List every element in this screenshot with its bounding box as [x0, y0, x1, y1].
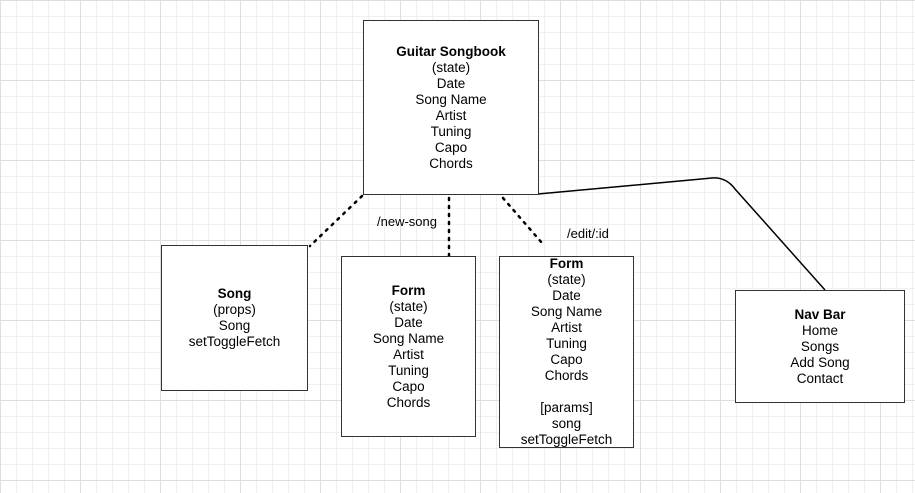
line-gap	[521, 384, 613, 400]
node-line: Add Song	[790, 354, 850, 370]
node-line: Chords	[429, 155, 473, 171]
node-guitar-songbook: Guitar Songbook (state) Date Song Name A…	[363, 20, 539, 195]
edge-songbook-navbar	[537, 177, 826, 291]
node-line: Song Name	[530, 304, 603, 319]
node-line: Capo	[434, 139, 468, 155]
node-line: setToggleFetch	[520, 432, 613, 447]
node-title: Form	[391, 282, 426, 298]
node-line: [params]	[540, 400, 593, 415]
node-line: Date	[552, 288, 581, 303]
node-form-edit: Form (state) Date Song Name Artist Tunin…	[499, 256, 634, 448]
node-form-new: Form (state) Date Song Name Artist Tunin…	[341, 256, 476, 437]
node-line: (state)	[389, 298, 428, 314]
node-line: Tuning	[430, 123, 472, 139]
node-line: Capo	[392, 378, 425, 394]
edge-songbook-song	[308, 194, 364, 248]
node-song: Song (props) Song setToggleFetch	[161, 245, 308, 391]
node-nav-bar: Nav Bar Home Songs Add Song Contact	[735, 290, 905, 403]
node-line: Songs	[800, 338, 840, 354]
node-line: song	[551, 416, 582, 431]
node-line: Chords	[544, 368, 589, 383]
node-line: (state)	[547, 272, 586, 287]
node-title: Guitar Songbook	[396, 43, 506, 59]
node-line: Song	[218, 318, 251, 333]
node-line: Date	[436, 75, 466, 91]
node-line: Artist	[551, 320, 582, 335]
node-line: Artist	[435, 107, 467, 123]
node-line: setToggleFetch	[188, 334, 281, 349]
node-line: Song Name	[415, 91, 487, 107]
node-line: Song Name	[372, 330, 445, 346]
node-line: Contact	[796, 370, 844, 386]
edge-label-edit: /edit/:id	[567, 226, 609, 241]
node-line: Tuning	[546, 336, 587, 351]
edge-songbook-form-edit	[501, 196, 544, 245]
node-line: Artist	[393, 346, 424, 362]
node-line: Chords	[386, 394, 431, 410]
node-title: Song	[217, 286, 252, 301]
node-line: (state)	[431, 59, 471, 75]
node-line: Home	[801, 322, 838, 338]
node-line: Capo	[550, 352, 583, 367]
edge-label-new-song: /new-song	[377, 214, 437, 229]
node-line: (props)	[213, 302, 256, 317]
node-line: Date	[394, 314, 423, 330]
node-line: Tuning	[388, 362, 429, 378]
node-title: Form	[549, 256, 584, 271]
node-title: Nav Bar	[794, 306, 846, 322]
